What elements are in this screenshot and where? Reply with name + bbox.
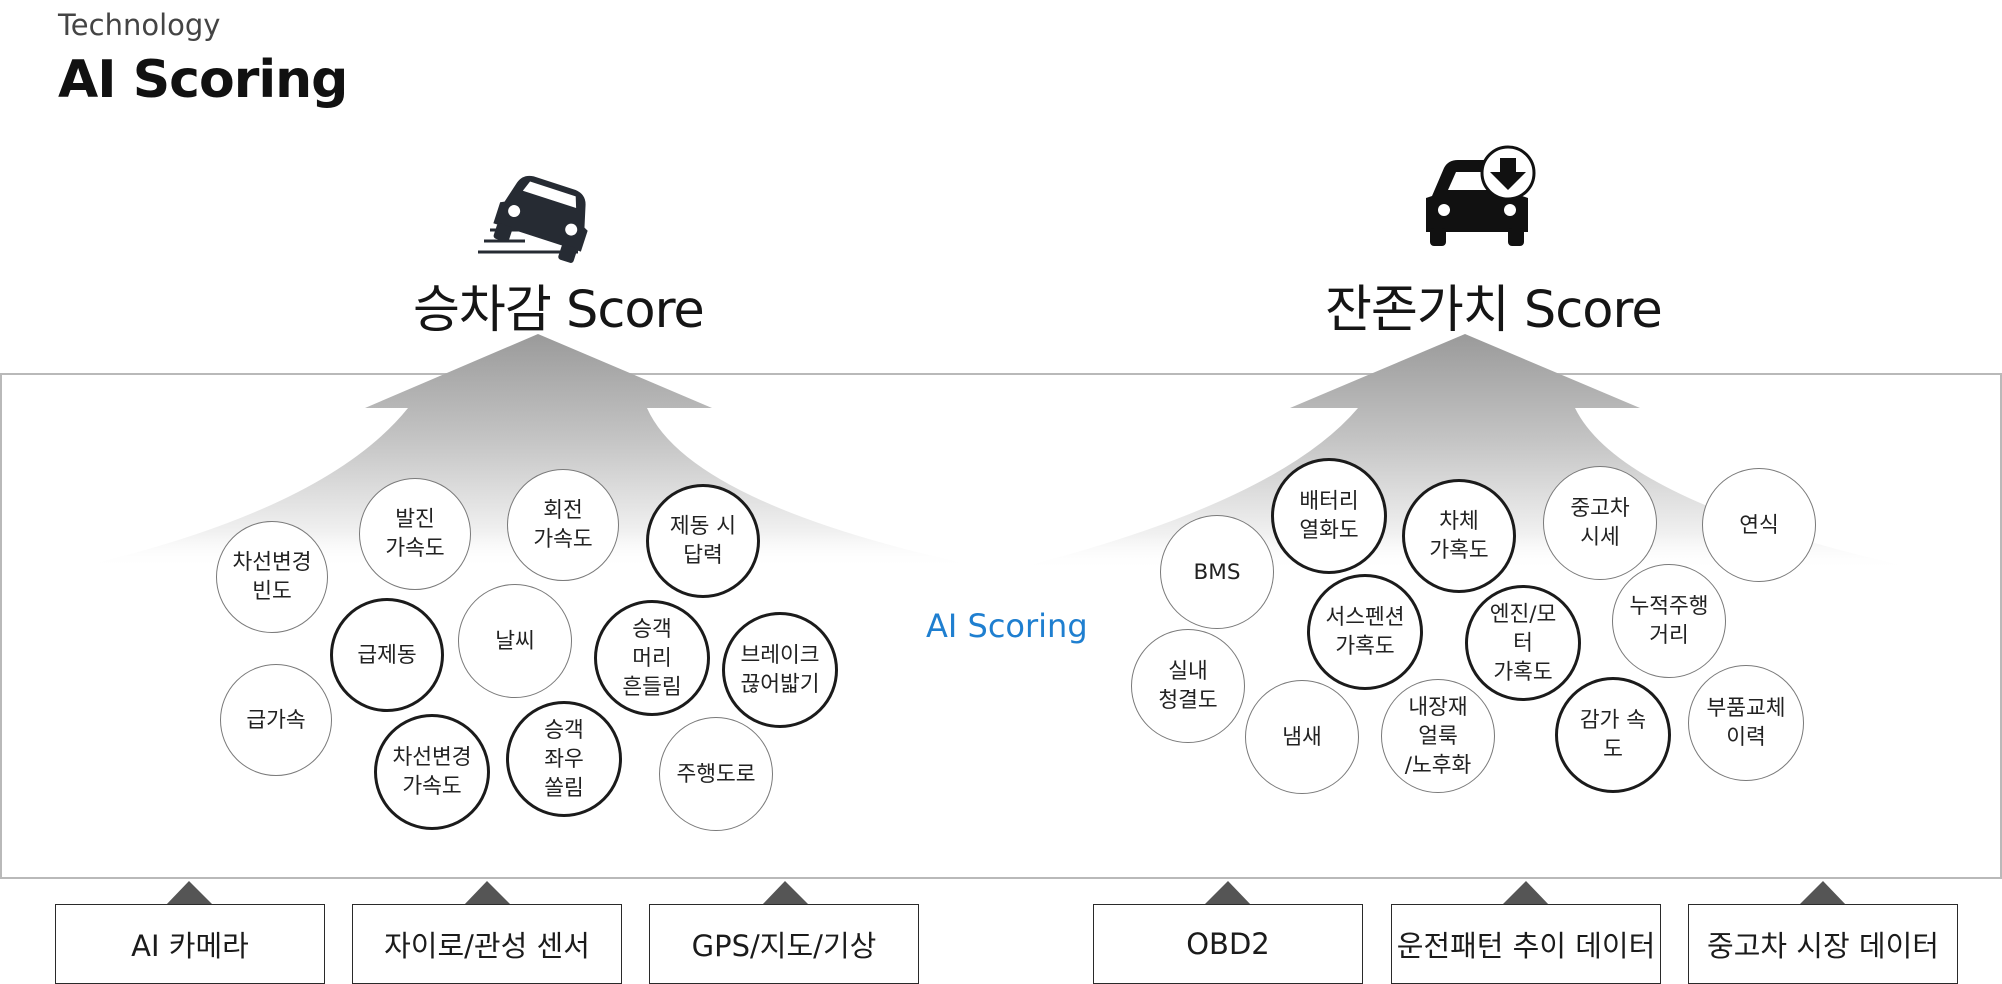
factor-bubble-weather: 날씨: [458, 584, 572, 698]
source-box-gyro-sensor: 자이로/관성 센서: [352, 904, 622, 984]
eyebrow-label: Technology: [58, 8, 221, 42]
factor-bubble-model-year: 연식: [1702, 468, 1816, 582]
factor-bubble-bms: BMS: [1160, 515, 1274, 629]
factor-bubble-rapid-acceleration: 급가속: [220, 664, 332, 776]
factor-bubble-battery-degradation: 배터리 열화도: [1271, 458, 1387, 574]
factor-bubble-cumulative-mileage: 누적주행 거리: [1612, 564, 1726, 678]
factor-bubble-interior-wear: 내장재 얼룩 /노후화: [1381, 679, 1495, 793]
factor-bubble-interior-cleanliness: 실내 청결도: [1131, 629, 1245, 743]
right-score-title: 잔존가치 Score: [1325, 281, 1663, 340]
factor-bubble-braking-pressure: 제동 시 답력: [646, 484, 760, 598]
factor-bubble-depreciation-rate: 감가 속 도: [1555, 677, 1671, 793]
left-score-title: 승차감 Score: [413, 281, 705, 340]
factor-bubble-odor: 냄새: [1245, 680, 1359, 794]
connector-triangle: [1798, 881, 1847, 906]
factor-bubble-passenger-sway: 승객 좌우 쏠림: [506, 701, 622, 817]
source-box-driving-pattern-data: 운전패턴 추이 데이터: [1391, 904, 1661, 984]
factor-bubble-part-replacement-history: 부품교체 이력: [1688, 665, 1804, 781]
source-box-gps-map-weather: GPS/지도/기상: [649, 904, 919, 984]
connector-triangle: [1501, 881, 1550, 906]
car-tilting-icon: [493, 175, 588, 263]
factor-bubble-lane-change-acceleration: 차선변경 가속도: [374, 714, 490, 830]
source-box-obd2: OBD2: [1093, 904, 1363, 984]
left-fan-arrow: [100, 334, 985, 568]
factor-bubble-engine-motor-severity: 엔진/모 터 가혹도: [1465, 585, 1581, 701]
connector-triangle: [165, 881, 214, 906]
ai-scoring-center-label: AI Scoring: [926, 607, 1088, 645]
source-box-ai-camera: AI 카메라: [55, 904, 325, 984]
factor-bubble-turn-acceleration: 회전 가속도: [507, 469, 619, 581]
factor-bubble-used-car-price: 중고차 시세: [1543, 466, 1657, 580]
factor-bubble-suspension-severity: 서스펜션 가혹도: [1307, 574, 1423, 690]
factor-bubble-body-severity: 차체 가혹도: [1402, 479, 1516, 593]
source-box-used-car-market-data: 중고차 시장 데이터: [1688, 904, 1958, 984]
connector-triangle: [463, 881, 512, 906]
factor-bubble-passenger-head-shake: 승객 머리 흔들림: [594, 600, 710, 716]
panel-frame: [0, 373, 2002, 879]
source-connectors: [165, 881, 1847, 906]
factor-bubble-brake-pumping: 브레이크 끊어밟기: [722, 612, 838, 728]
car-download-icon: [1426, 145, 1536, 246]
page-title: AI Scoring: [58, 50, 348, 110]
right-fan-arrow: [1030, 334, 1900, 570]
connector-triangle: [1203, 881, 1252, 906]
factor-bubble-road-type: 주행도로: [659, 717, 773, 831]
factor-bubble-hard-braking: 급제동: [330, 598, 444, 712]
factor-bubble-lane-change-frequency: 차선변경 빈도: [216, 521, 328, 633]
connector-triangle: [761, 881, 810, 906]
motion-lines: [478, 228, 578, 254]
factor-bubble-launch-acceleration: 발진 가속도: [359, 478, 471, 590]
